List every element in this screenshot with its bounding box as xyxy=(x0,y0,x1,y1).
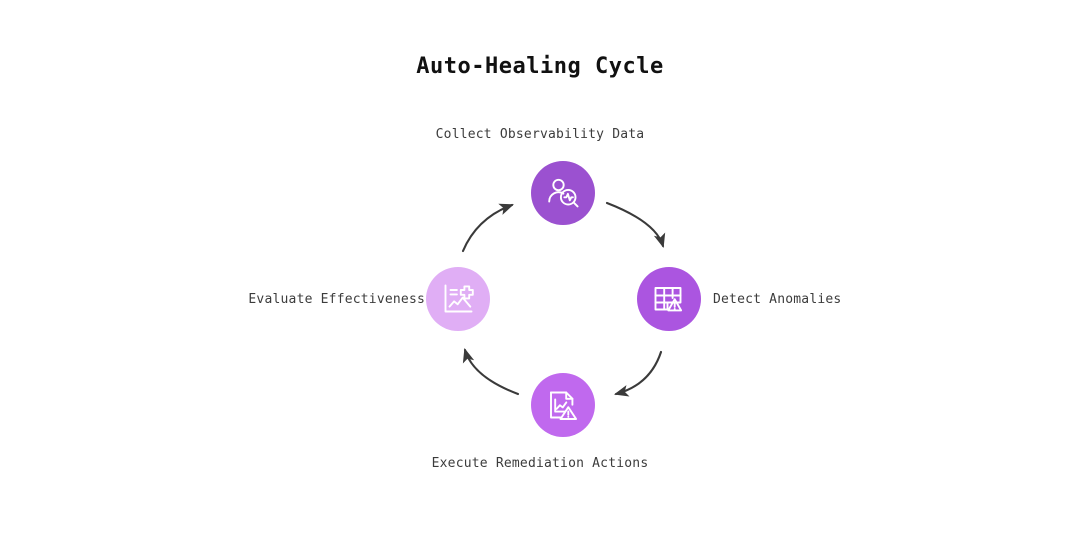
arrow-collect-to-detect xyxy=(605,201,666,249)
cycle-node-detect[interactable] xyxy=(637,267,701,331)
cycle-node-execute[interactable] xyxy=(531,373,595,437)
document-chart-warning-icon xyxy=(544,386,582,424)
table-warning-icon xyxy=(650,280,688,318)
cycle-label-evaluate: Evaluate Effectiveness xyxy=(248,292,425,307)
arrow-execute-to-evaluate xyxy=(462,347,520,396)
cycle-node-evaluate[interactable] xyxy=(426,267,490,331)
page-title: Auto-Healing Cycle xyxy=(416,54,664,79)
cycle-label-detect: Detect Anomalies xyxy=(713,292,842,307)
chart-medical-plus-icon xyxy=(439,280,477,318)
user-search-pulse-icon xyxy=(544,174,582,212)
arrow-evaluate-to-collect xyxy=(461,203,514,253)
cycle-label-execute: Execute Remediation Actions xyxy=(431,456,649,471)
cycle-label-collect: Collect Observability Data xyxy=(435,127,645,142)
cycle-node-collect[interactable] xyxy=(531,161,595,225)
arrow-detect-to-execute xyxy=(613,350,663,397)
